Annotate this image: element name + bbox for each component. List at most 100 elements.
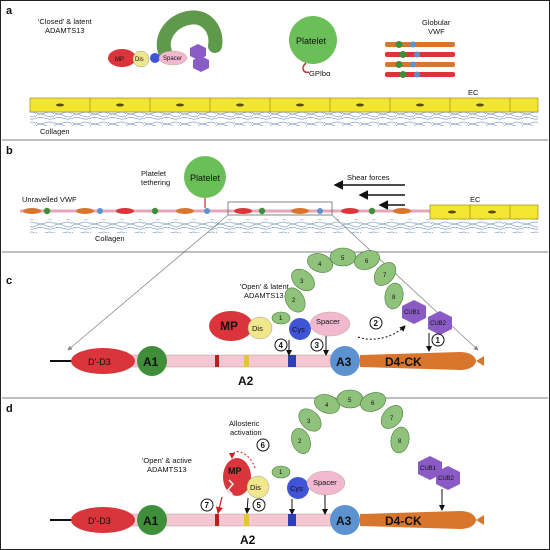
svg-text:4: 4 bbox=[279, 341, 284, 350]
d4d3-label-c: D'-D3 bbox=[88, 357, 111, 367]
closed-spacer-label: Spacer bbox=[163, 56, 182, 62]
panel-b: b Platelet Platelet tethering Shear forc… bbox=[6, 145, 539, 351]
open-active-caption-2: ADAMTS13 bbox=[147, 465, 187, 474]
closed-cub2-domain bbox=[193, 56, 209, 72]
svg-text:1: 1 bbox=[436, 336, 441, 345]
open-latent-caption-2: ADAMTS13 bbox=[244, 291, 284, 300]
tsp1-domain-c bbox=[271, 311, 291, 325]
ec-label-a: EC bbox=[468, 88, 479, 97]
cys-exosite-d bbox=[288, 514, 296, 526]
collagen-label-a: Collagen bbox=[40, 127, 70, 136]
step-badge-2: 2 bbox=[369, 316, 383, 330]
mp-domain-c bbox=[209, 311, 253, 341]
svg-text:3: 3 bbox=[315, 341, 320, 350]
zoom-line-left bbox=[67, 214, 229, 351]
svg-text:7: 7 bbox=[205, 501, 210, 510]
closed-adamts13-caption-1: 'Closed' & latent bbox=[38, 17, 93, 26]
arrow-step7 bbox=[215, 496, 223, 515]
collagen-a bbox=[30, 112, 538, 126]
platelet-a-label: Platelet bbox=[296, 36, 327, 46]
mp-domain-d bbox=[223, 458, 251, 496]
svg-text:8: 8 bbox=[392, 295, 396, 301]
mp-zigzag bbox=[227, 479, 234, 501]
globular-vwf bbox=[385, 41, 455, 78]
vwf-stalk-c bbox=[99, 354, 341, 368]
spacer-label-c: Spacer bbox=[316, 317, 340, 326]
d4ck-domain-c bbox=[360, 352, 476, 370]
a3-domain-d bbox=[330, 505, 360, 535]
mp-label-c: MP bbox=[220, 319, 238, 333]
panel-b-letter: b bbox=[6, 145, 13, 157]
vwf-stalk-d bbox=[99, 513, 341, 527]
panel-a-letter: a bbox=[6, 5, 13, 17]
tsp-arc-c: 2 3 4 5 6 7 8 bbox=[284, 247, 404, 313]
platelet-a bbox=[289, 16, 337, 64]
a3-label-c: A3 bbox=[336, 355, 352, 369]
endothelium-b bbox=[429, 204, 539, 220]
endothelium-a bbox=[29, 97, 539, 113]
spacer-domain-c bbox=[309, 311, 351, 337]
closed-mp-domain bbox=[108, 49, 136, 67]
tsp1-domain-d bbox=[271, 465, 291, 479]
d4d3-domain-d bbox=[71, 507, 135, 533]
dis-exosite-c bbox=[244, 355, 249, 367]
collagen-label-b: Collagen bbox=[95, 234, 125, 243]
d4ck-label-d: D4-CK bbox=[385, 514, 422, 528]
open-latent-caption-1: 'Open' & latent bbox=[240, 282, 290, 291]
svg-text:6: 6 bbox=[371, 401, 375, 407]
closed-spacer-domain bbox=[158, 50, 188, 66]
cub2-domain-d bbox=[436, 466, 460, 490]
platelet-b bbox=[184, 156, 226, 198]
cys-domain-d bbox=[287, 477, 309, 499]
cub2-domain-c bbox=[428, 311, 452, 335]
d4d3-domain-c bbox=[71, 348, 135, 374]
arrow-step2 bbox=[357, 325, 406, 340]
globular-vwf-caption-2: VWF bbox=[428, 27, 445, 36]
svg-text:4: 4 bbox=[325, 403, 329, 409]
a3-domain-c bbox=[330, 346, 360, 376]
svg-text:3: 3 bbox=[300, 279, 304, 285]
gpib-receptor bbox=[302, 62, 310, 74]
svg-text:5: 5 bbox=[348, 398, 352, 404]
allosteric-label-2: activation bbox=[230, 428, 262, 437]
collagen-b bbox=[30, 219, 538, 233]
cys-exosite-c bbox=[288, 355, 296, 367]
dis-label-d: Dis bbox=[250, 483, 261, 492]
svg-text:3: 3 bbox=[307, 419, 311, 425]
a1-domain-c bbox=[137, 346, 167, 376]
panel-d: d 'Open' & active ADAMTS13 Allosteric ac… bbox=[6, 389, 484, 547]
cub1-domain-c bbox=[402, 300, 426, 324]
cleavage-site-c bbox=[215, 355, 219, 367]
a1-label-c: A1 bbox=[143, 355, 159, 369]
cys-label-d: Cys bbox=[290, 484, 303, 493]
globular-vwf-caption-1: Globular bbox=[422, 18, 451, 27]
closed-tsp-arm bbox=[156, 10, 223, 59]
unravelled-vwf-label: Unravelled VWF bbox=[22, 195, 77, 204]
a2-label-d: A2 bbox=[240, 533, 256, 547]
shear-arrows bbox=[333, 180, 405, 210]
dis-label-c: Dis bbox=[252, 324, 263, 333]
dis-exosite-d bbox=[244, 514, 249, 526]
closed-mp-label: MP bbox=[115, 57, 124, 63]
cub1-label-c: CUB1 bbox=[404, 310, 421, 316]
svg-text:5: 5 bbox=[257, 501, 262, 510]
svg-text:6: 6 bbox=[261, 441, 266, 450]
svg-text:7: 7 bbox=[390, 416, 394, 422]
shear-label: Shear forces bbox=[347, 173, 390, 182]
open-active-caption-1: 'Open' & active bbox=[142, 456, 192, 465]
tsp1-label-c: 1 bbox=[279, 316, 283, 322]
cub2-label-c: CUB2 bbox=[430, 321, 447, 327]
step-badge-6: 6 bbox=[256, 438, 270, 452]
allosteric-label-1: Allosteric bbox=[229, 419, 260, 428]
svg-text:7: 7 bbox=[383, 273, 387, 279]
svg-text:4: 4 bbox=[318, 262, 322, 268]
svg-text:2: 2 bbox=[298, 439, 302, 445]
panel-d-letter: d bbox=[6, 403, 13, 415]
step-badge-5: 5 bbox=[252, 498, 266, 512]
d4ck-label-c: D4-CK bbox=[385, 355, 422, 369]
svg-text:2: 2 bbox=[292, 298, 296, 304]
cys-label-c: Cys bbox=[292, 325, 305, 334]
closed-dis-label: Dis bbox=[135, 57, 144, 63]
